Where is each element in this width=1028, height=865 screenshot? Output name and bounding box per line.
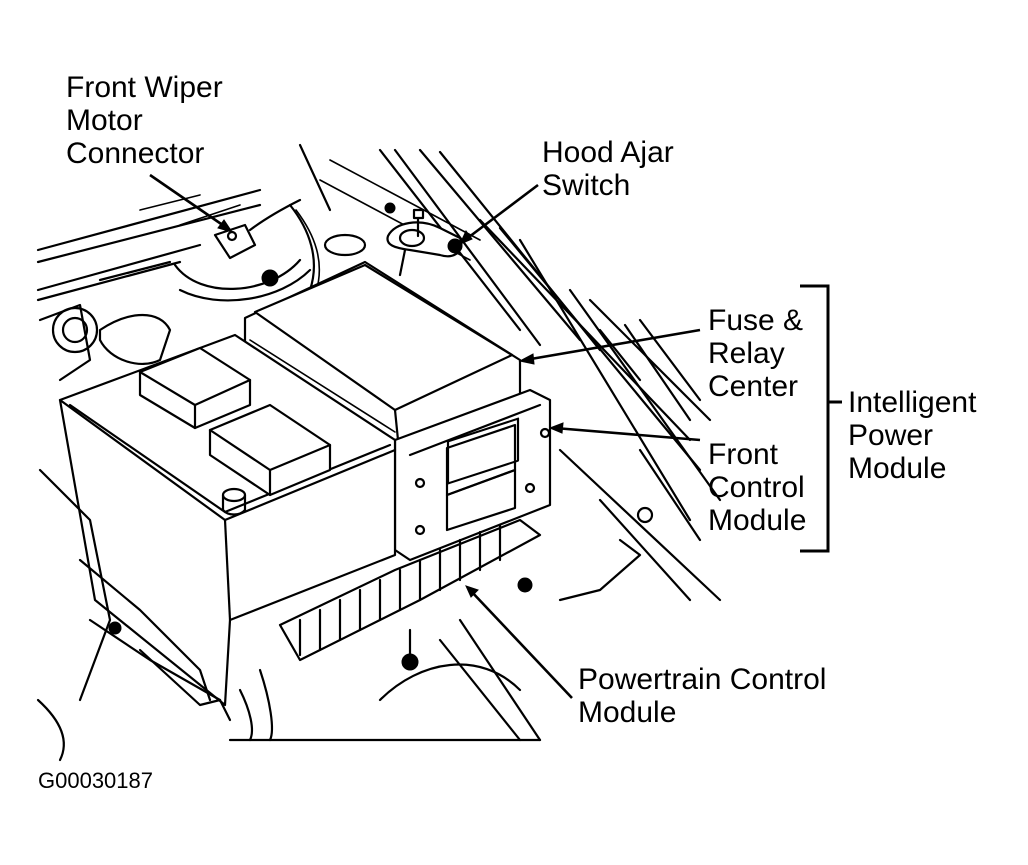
label-line: Powertrain Control	[578, 663, 827, 696]
leader-fuse-relay-center	[524, 328, 701, 362]
label-hood-ajar-switch: Hood Ajar Switch	[542, 136, 674, 202]
label-powertrain-control-module: Powertrain Control Module	[578, 663, 826, 729]
cowl-panel	[36, 188, 262, 382]
label-line: Center	[708, 370, 799, 403]
lower-chassis	[36, 468, 542, 762]
label-line: Connector	[66, 137, 205, 170]
label-line: Intelligent	[848, 386, 977, 419]
leader-powertrain-control-module	[469, 589, 573, 699]
label-line: Relay	[708, 337, 785, 370]
label-line: Power	[848, 419, 934, 452]
label-line: Motor	[66, 104, 143, 137]
label-line: Fuse &	[708, 304, 804, 337]
label-line: Module	[848, 452, 947, 485]
label-line: Control	[708, 471, 805, 504]
leader-hood-ajar-switch	[464, 183, 539, 242]
label-line: Front Wiper	[66, 71, 223, 104]
hood-ajar-switch	[384, 202, 463, 277]
label-front-control-module: Front Control Module	[708, 438, 806, 537]
leader-front-wiper-motor-connector	[149, 173, 228, 230]
label-line: Module	[578, 696, 677, 729]
label-line: Module	[708, 504, 807, 537]
powertrain-control-module	[278, 506, 654, 742]
intelligent-power-module-bracket	[800, 284, 842, 553]
label-intelligent-power-module: Intelligent Power Module	[848, 386, 976, 485]
label-line: Switch	[542, 169, 631, 202]
label-line: Hood Ajar	[542, 136, 674, 169]
front-control-module	[393, 388, 552, 562]
label-front-wiper-motor-connector: Front Wiper Motor Connector	[66, 71, 223, 170]
label-fuse-relay-center: Fuse & Relay Center	[708, 304, 803, 403]
leader-front-control-module	[554, 426, 701, 442]
leader-lines	[149, 173, 701, 699]
label-line: Front	[708, 438, 779, 471]
figure-id: G00030187	[38, 768, 153, 793]
wiper-motor	[51, 198, 367, 365]
